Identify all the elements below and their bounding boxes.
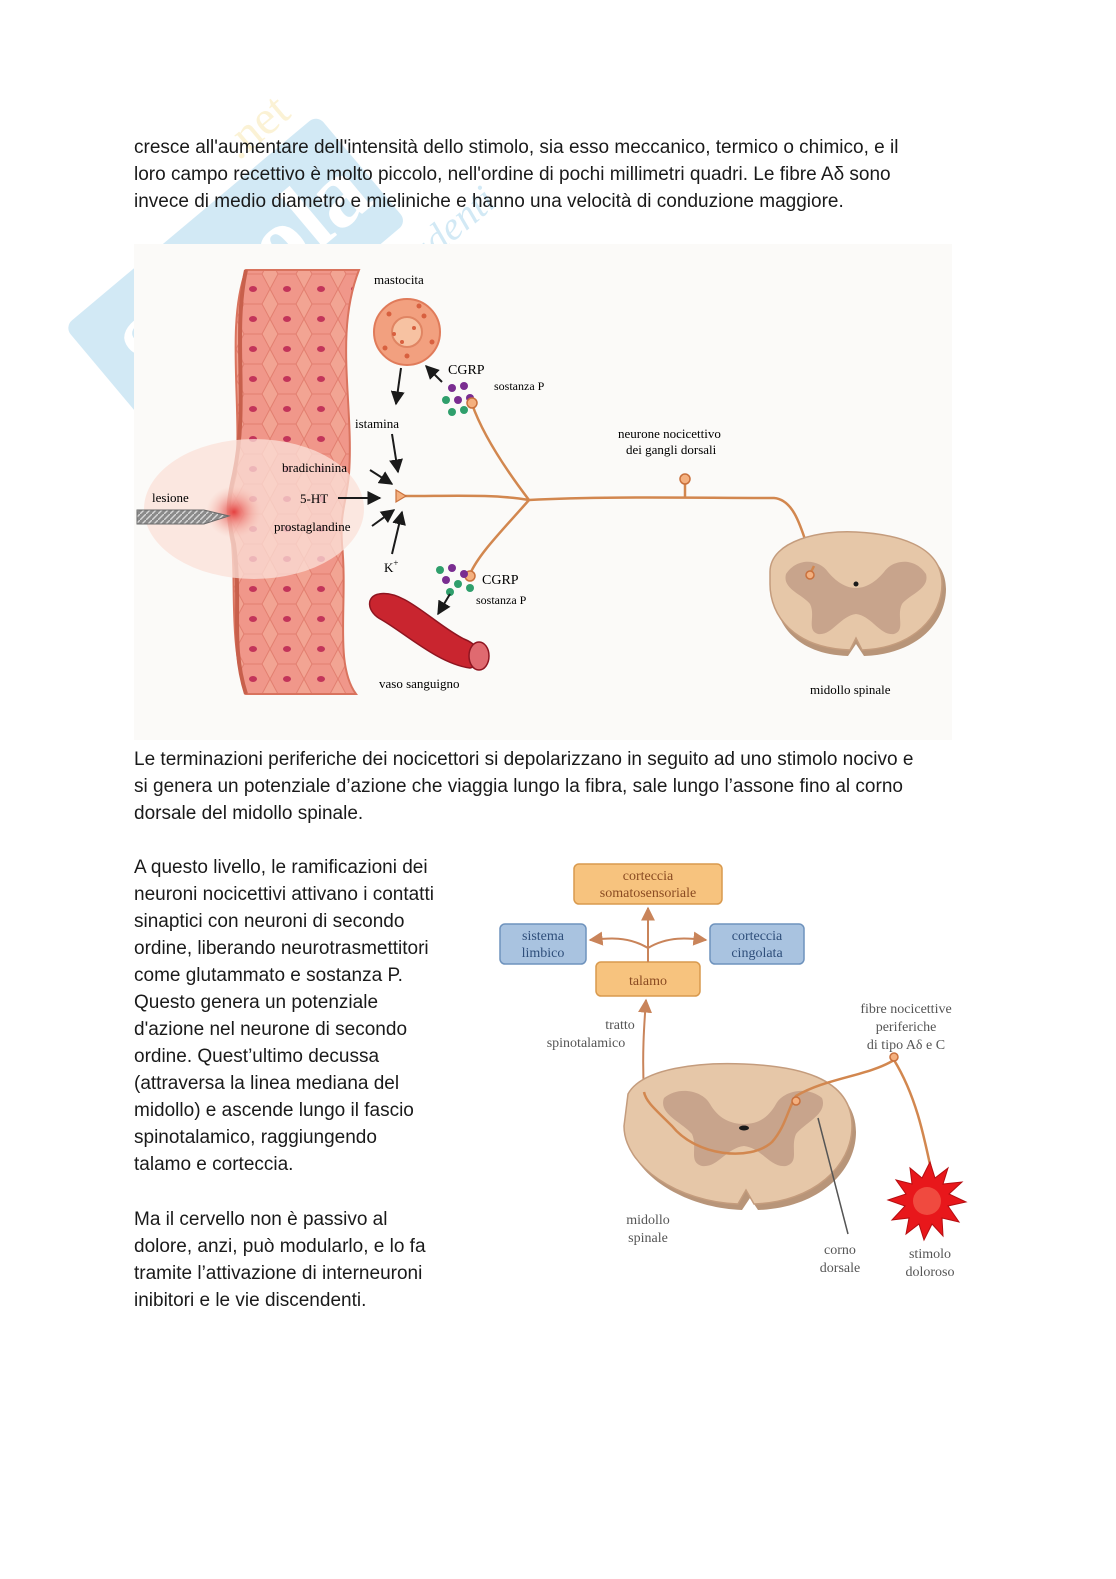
pain-pathway-figure: corteccia somatosensoriale sistema limbi…: [499, 863, 968, 1280]
stimolo-label-line-1: stimolo: [909, 1247, 951, 1262]
paragraph-1: cresce all'aumentare dell'intensità dell…: [134, 134, 898, 215]
cgrp-bottom-label: CGRP: [482, 573, 519, 588]
cgrp-bottom-arrow: [437, 593, 451, 616]
dorsal-root-ganglion: [889, 1052, 899, 1062]
prostaglandine-label: prostaglandine: [274, 519, 351, 534]
bradichinina-label: bradichinina: [282, 460, 347, 475]
prostaglandine-arrow: [371, 509, 396, 527]
fibre-label-line-1: fibre nocicettive: [860, 1002, 951, 1017]
cgrp-top-arrow: [425, 365, 443, 383]
tratto-label-line-2: spinotalamico: [547, 1036, 626, 1051]
sistema-limbico-line-1: sistema: [522, 929, 565, 944]
paragraph-3-line: come glutammato e sostanza P.: [134, 965, 403, 986]
sostanza-p-bottom-label: sostanza P: [476, 593, 527, 607]
lesion-glow: [206, 486, 262, 538]
neurone-label-line-2: dei gangli dorsali: [626, 442, 717, 457]
gray-matter: [785, 561, 927, 635]
paragraph-4-line: inibitori e le vie discendenti.: [134, 1290, 367, 1311]
midollo-label-line-1: midollo: [626, 1213, 670, 1228]
potassium-label: K+: [384, 558, 398, 575]
corteccia-somatosensoriale-line-1: corteccia: [623, 869, 674, 884]
peripheral-fiber: [892, 1059, 934, 1175]
corteccia-cingolata-box: [709, 923, 805, 965]
corno-label-line-1: corno: [824, 1243, 856, 1258]
paragraph-4-line: Ma il cervello non è passivo al: [134, 1209, 388, 1230]
neurone-label-line-1: neurone nocicettivo: [618, 426, 721, 441]
corteccia-cingolata-line-2: cingolata: [731, 946, 783, 961]
mastocita-label: mastocita: [374, 272, 424, 287]
cgrp-top-label: CGRP: [448, 363, 485, 378]
paragraph-3-line: Questo genera un potenziale: [134, 992, 379, 1013]
paragraph-2: Le terminazioni periferiche dei nocicett…: [134, 746, 913, 827]
midollo-label-line-2: spinale: [628, 1231, 668, 1246]
pathway-neuron: [642, 1058, 895, 1155]
corteccia-somatosensoriale-line-2: somatosensoriale: [600, 886, 696, 901]
synapse-marker: [791, 1096, 801, 1106]
corteccia-cingolata-line-1: corteccia: [732, 929, 783, 944]
blood-vessel: [368, 592, 482, 669]
sistema-limbico-box: [499, 923, 587, 965]
serotonin-label: 5-HT: [300, 491, 328, 506]
sostanza-p-top-label: sostanza P: [494, 379, 545, 393]
stimolo-label-line-2: doloroso: [906, 1265, 955, 1280]
arrow-to-limbic: [588, 931, 649, 949]
lesione-label: lesione: [152, 490, 189, 505]
fibre-label-line-3: di tipo Aδ e C: [867, 1038, 945, 1053]
paragraph-3-line: A questo livello, le ramificazioni dei: [134, 857, 428, 878]
fibre-label-line-2: periferiche: [876, 1020, 937, 1035]
paragraph-1-line-2: loro campo recettivo è molto piccolo, ne…: [134, 164, 891, 185]
midollo-spinale-label: midollo spinale: [810, 682, 891, 697]
paragraph-2-line-1: Le terminazioni periferiche dei nocicett…: [134, 749, 914, 770]
istamina-label: istamina: [355, 416, 399, 431]
spinal-cord-section: [769, 531, 946, 656]
corno-dorsale-pointer: [817, 1117, 849, 1235]
istamina-arrow: [389, 433, 403, 474]
potassium-arrow: [391, 510, 406, 555]
nerve-terminal-top: [466, 397, 478, 409]
paragraph-3-line: (attraversa la linea mediana del: [134, 1073, 400, 1094]
talamo-label: talamo: [629, 974, 667, 989]
corteccia-somatosensoriale-box: [573, 863, 723, 905]
paragraph-3-line: ordine, liberando neurotrasmettitori: [134, 938, 429, 959]
paragraph-3-line: neuroni nocicettivi attivano i contatti: [134, 884, 434, 905]
paragraph-4: Ma il cervello non è passivo al dolore, …: [134, 1206, 426, 1314]
vaso-sanguigno-label: vaso sanguigno: [379, 676, 460, 691]
mast-cell-arrow: [390, 367, 405, 406]
sistema-limbico-line-2: limbico: [522, 946, 565, 961]
nociceptor-figure: lesione mastocita istamina CGRP sostanza…: [134, 244, 952, 740]
paragraph-2-line-2: si genera un potenziale d’azione che via…: [134, 776, 903, 797]
bradichinina-arrow: [369, 469, 394, 485]
paragraph-3-line: ordine. Quest’ultimo decussa: [134, 1046, 380, 1067]
paragraph-3-line: talamo e corteccia.: [134, 1154, 294, 1175]
arrow-to-cingulate: [647, 931, 708, 949]
paragraph-1-line-3: invece di medio diametro e mieliniche e …: [134, 191, 844, 212]
paragraph-3-line: d'azione nel neurone di secondo: [134, 1019, 408, 1040]
paragraph-4-line: dolore, anzi, può modularlo, e lo fa: [134, 1236, 426, 1257]
paragraph-3-line: spinotalamico, raggiungendo: [134, 1127, 377, 1148]
paragraph-3-line: sinaptici con neuroni di secondo: [134, 911, 405, 932]
stimulus-core: [913, 1187, 941, 1215]
paragraph-1-line-1: cresce all'aumentare dell'intensità dell…: [134, 137, 899, 158]
blood-vessel-opening: [468, 641, 490, 671]
corno-label-line-2: dorsale: [820, 1261, 860, 1276]
nociceptor-neuron: [403, 403, 816, 575]
paragraph-3-line: midollo) e ascende lungo il fascio: [134, 1100, 414, 1121]
nerve-terminal: [395, 488, 408, 504]
mast-cell-nucleus: [391, 316, 423, 348]
neuropeptide-cluster-bottom: [436, 564, 474, 596]
scalpel-icon: [136, 509, 231, 525]
tratto-label-line-1: tratto: [605, 1018, 635, 1033]
paragraph-3: A questo livello, le ramificazioni dei n…: [134, 854, 434, 1178]
paragraph-2-line-3: dorsale del midollo spinale.: [134, 803, 364, 824]
ganglion-cell-body: [679, 473, 691, 485]
paragraph-4-line: tramite l’attivazione di interneuroni: [134, 1263, 423, 1284]
cord-synapse: [805, 570, 815, 580]
